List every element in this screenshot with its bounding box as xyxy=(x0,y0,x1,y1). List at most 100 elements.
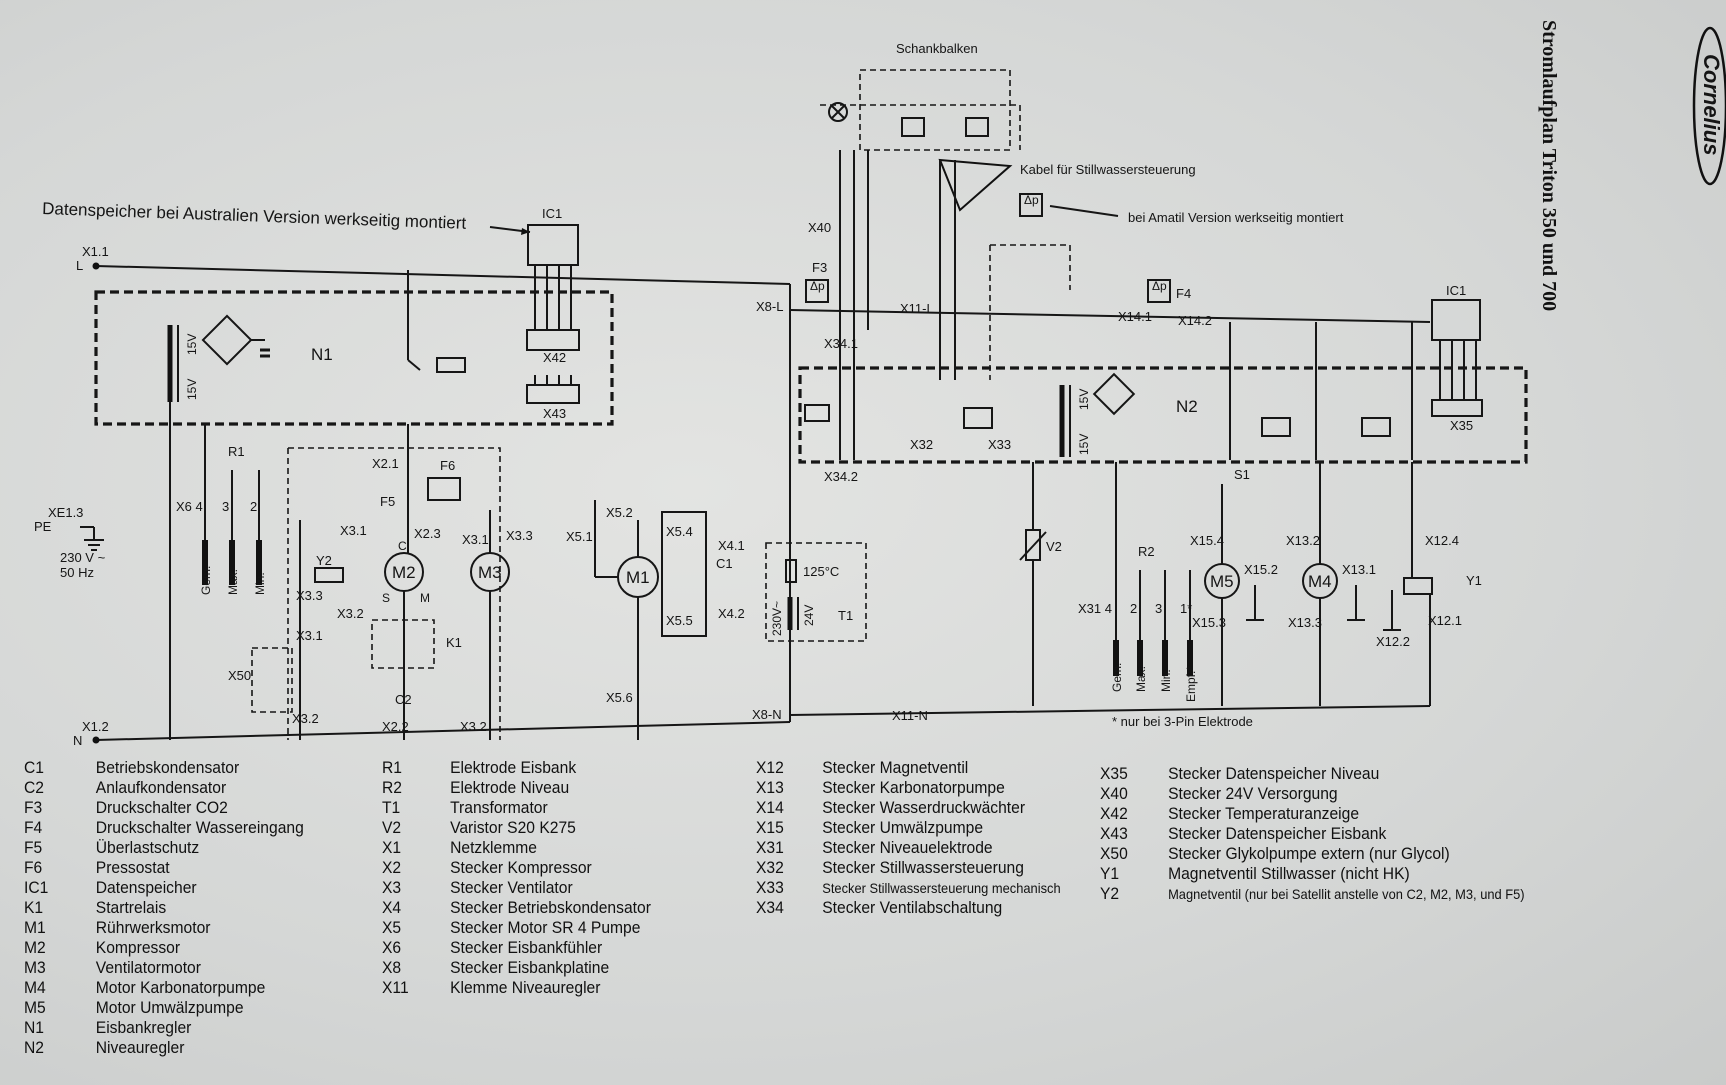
r1-gem: Gem. xyxy=(199,566,213,595)
x3-1-top-label: X3.1 xyxy=(340,523,367,538)
thermal-fuse-label: 125°C xyxy=(803,564,839,579)
r2-pin3: 3 xyxy=(1155,601,1162,616)
t1-transformer: 125°C 230V~ 24V T1 X8-N X11-N xyxy=(752,542,928,723)
x5-5-label: X5.5 xyxy=(666,613,693,628)
x32-label: X32 xyxy=(910,437,933,452)
x13-3-label: X13.3 xyxy=(1288,615,1322,630)
x2-3-label: X2.3 xyxy=(414,526,441,541)
brand-name: Cornelius xyxy=(1699,54,1724,155)
x14-2-label: X14.2 xyxy=(1178,313,1212,328)
r1-min: Min. xyxy=(253,572,267,595)
x15-4-label: X15.4 xyxy=(1190,533,1224,548)
m2-s: S xyxy=(382,591,390,605)
r2-max: Max. xyxy=(1134,666,1148,692)
x13-2-label: X13.2 xyxy=(1286,533,1320,548)
x11l-label: X11-L xyxy=(900,301,934,316)
x3-3-right-label: X3.3 xyxy=(506,528,533,543)
r1-pin2: 2 xyxy=(250,499,257,514)
ic1-top-label: IC1 xyxy=(542,206,562,221)
k1-label: K1 xyxy=(446,635,462,650)
x5-2-label: X5.2 xyxy=(606,505,633,520)
f4-dp: Δp xyxy=(1152,279,1167,293)
x5-6-label: X5.6 xyxy=(606,690,633,705)
m4-pump: X13.2 M4 X13.1 X13.3 xyxy=(1286,462,1376,706)
r2-pin2: 2 xyxy=(1130,601,1137,616)
x3-1-low-label: X3.1 xyxy=(296,628,323,643)
y2-label: Y2 xyxy=(316,553,332,568)
x1-1-label: X1.1 xyxy=(82,244,109,259)
n2-15v-a: 15V xyxy=(1077,389,1091,410)
note-datenspeicher: Datenspeicher bei Australien Version wer… xyxy=(42,199,467,233)
y1-valve: X12.4 Y1 X12.1 X12.2 xyxy=(1376,462,1482,706)
r1-max: Max. xyxy=(226,569,240,595)
r2-electrodes: R2 X31 4 2 3 1* Gem. Max. Min. Empf.* * … xyxy=(1078,462,1253,729)
x12-1-label: X12.1 xyxy=(1428,613,1462,628)
n-label: N xyxy=(73,733,82,748)
r2-gem: Gem. xyxy=(1110,663,1124,692)
m5-pump: S1 X15.4 M5 X15.2 X15.3 xyxy=(1190,467,1278,706)
supply-frequency: 50 Hz xyxy=(60,565,94,580)
s1-label: S1 xyxy=(1234,467,1250,482)
n1-15v-a: 15V xyxy=(185,334,199,355)
r1-label: R1 xyxy=(228,444,245,459)
xe1-3-label: XE1.3 xyxy=(48,505,83,520)
pe-terminal: XE1.3 PE 230 V ~ 50 Hz xyxy=(34,505,106,580)
x34-2-label: X34.2 xyxy=(824,469,858,484)
x5-1-label: X5.1 xyxy=(566,529,593,544)
x2-1-label: X2.1 xyxy=(372,456,399,471)
m5-label: M5 xyxy=(1210,572,1234,591)
v2-varistor: V2 xyxy=(1019,462,1062,706)
f4-switch: Δp F4 X14.1 X14.2 xyxy=(1118,279,1212,328)
ic1-right-label: IC1 xyxy=(1446,283,1466,298)
x40-label: X40 xyxy=(808,220,831,235)
x13-1-label: X13.1 xyxy=(1342,562,1376,577)
n2-board: N2 15V 15V X32 X33 xyxy=(798,322,1528,464)
kabel-label: Kabel für Stillwassersteuerung xyxy=(1020,162,1196,177)
supply-rails: X1.1 L X1.2 N xyxy=(73,244,1431,748)
x15-3-label: X15.3 xyxy=(1192,615,1226,630)
v2-label: V2 xyxy=(1046,539,1062,554)
c1-label: C1 xyxy=(716,556,733,571)
r2-label: R2 xyxy=(1138,544,1155,559)
x3-2-bottom-label: X3.2 xyxy=(460,719,487,734)
f4-label: F4 xyxy=(1176,286,1191,301)
f6-label: F6 xyxy=(440,458,455,473)
x35-label: X35 xyxy=(1450,418,1473,433)
x2-2-label: X2.2 xyxy=(382,719,409,734)
x34-1-label: X34.1 xyxy=(824,336,858,351)
amatil-switch-dp: Δp xyxy=(1024,193,1039,207)
x43-label: X43 xyxy=(543,406,566,421)
cornelius-logo: Cornelius xyxy=(1692,26,1726,186)
ic1-right: IC1 X35 xyxy=(1431,283,1483,433)
t1-230v: 230V~ xyxy=(770,601,784,636)
supply-voltage: 230 V ~ xyxy=(60,550,106,565)
x50-label: X50 xyxy=(228,668,251,683)
x14-1-label: X14.1 xyxy=(1118,309,1152,324)
n2-15v-b: 15V xyxy=(1077,434,1091,455)
x42-label: X42 xyxy=(543,350,566,365)
x5-4-label: X5.4 xyxy=(666,524,693,539)
y1-label: Y1 xyxy=(1466,573,1482,588)
x15-2-label: X15.2 xyxy=(1244,562,1278,577)
x33-label: X33 xyxy=(988,437,1011,452)
n1-label: N1 xyxy=(311,345,333,364)
m1-label: M1 xyxy=(626,568,650,587)
m3-label: M3 xyxy=(478,563,502,582)
n1-15v-b: 15V xyxy=(185,379,199,400)
x3-3-left-label: X3.3 xyxy=(296,588,323,603)
n1-board: N1 15V 15V xyxy=(94,270,614,426)
x12-2-label: X12.2 xyxy=(1376,634,1410,649)
n2-label: N2 xyxy=(1176,397,1198,416)
schankbalken-label: Schankbalken xyxy=(896,41,978,56)
f5-label: F5 xyxy=(380,494,395,509)
f3-switch: F3 Δp X8-L X11-L X34.1 X34.2 xyxy=(756,260,934,484)
r2-empf: Empf.* xyxy=(1184,666,1198,702)
t1-label: T1 xyxy=(838,608,853,623)
m1-stirrer: X5.1 X5.2 X5.4 M1 X4.1 C1 X4.2 X5.5 X5.6 xyxy=(566,500,745,740)
x6-4-label: X6 4 xyxy=(176,499,203,514)
x31-4-label: X31 4 xyxy=(1078,601,1112,616)
r1-pin3: 3 xyxy=(222,499,229,514)
x3-1-mid-label: X3.1 xyxy=(462,532,489,547)
